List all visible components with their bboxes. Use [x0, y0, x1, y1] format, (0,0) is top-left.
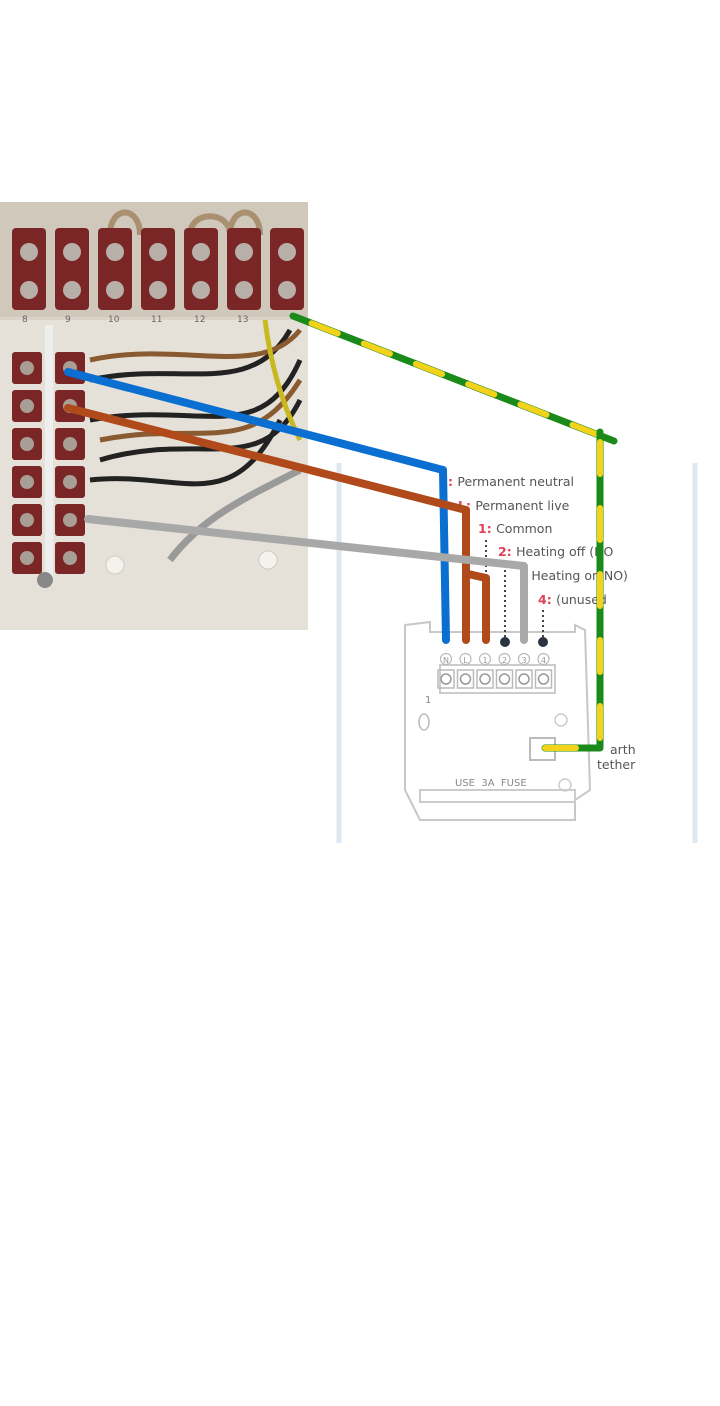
terminal-label: 1: [482, 656, 487, 665]
earth-label-2: tether: [597, 757, 636, 772]
terminal-description: 4: (unused: [538, 592, 607, 607]
junction-box-photo: 8 9 10 11 12 13: [0, 202, 308, 630]
common-link-wire: [464, 570, 490, 644]
screw-terminal: [456, 669, 475, 689]
neutral-wire: [64, 368, 450, 644]
fuse-label: USE 3A FUSE: [455, 778, 527, 789]
block-number: 11: [151, 315, 162, 325]
terminal-description: : Permanent neutral: [448, 474, 574, 489]
screw-terminal: [534, 669, 553, 689]
screw-terminal: [495, 669, 514, 689]
terminal-description: L: Permanent live: [458, 498, 570, 513]
terminal-description: 1: Common: [478, 521, 552, 536]
terminal-label: 3: [521, 656, 526, 665]
earth-label: arth: [610, 742, 636, 757]
block-number: 12: [194, 315, 205, 325]
thermostat-backplate-diagram: N L 1 2 3 4 1 USE 3A FUSE : Permanent neutral…: [325, 463, 710, 843]
terminal-description: 2: Heating off (NO: [498, 544, 613, 559]
screw-terminal: [476, 669, 494, 689]
terminal-label: L: [463, 656, 468, 665]
block-number: 8: [22, 315, 28, 325]
live-wire: [64, 404, 470, 644]
switched-wire: [84, 515, 528, 644]
earth-wire: [289, 312, 618, 445]
block-number: 10: [108, 315, 120, 325]
terminal-description: : Heating on NO): [522, 568, 628, 583]
terminal-label: 2: [502, 656, 507, 665]
screw-terminal: [437, 669, 455, 689]
screw-terminal: [515, 669, 533, 689]
side-mark: 1: [425, 695, 431, 706]
terminal-label: N: [443, 656, 449, 665]
block-number: 9: [65, 315, 71, 325]
terminal-label: 4: [541, 656, 546, 665]
block-number: 13: [237, 315, 248, 325]
